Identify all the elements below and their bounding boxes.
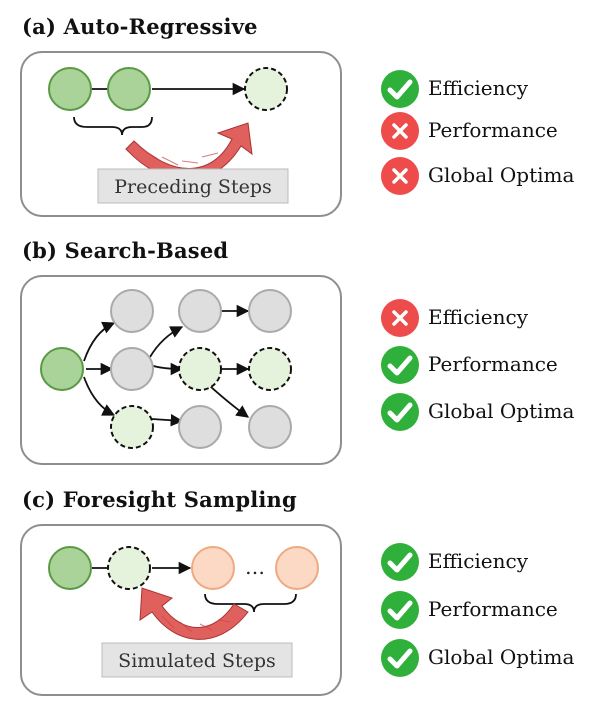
property-performance: Performance — [380, 111, 600, 151]
check-icon — [381, 70, 419, 108]
check-icon — [381, 591, 419, 629]
node-unexplored — [110, 347, 154, 391]
property-label: Performance — [428, 597, 558, 621]
node-completed-2 — [107, 67, 151, 111]
foresight-sampling-diagram: … Simulated Steps — [48, 546, 319, 678]
node-unexplored — [178, 289, 222, 333]
preceding-steps-label: Preceding Steps — [114, 176, 271, 198]
node-candidate — [248, 347, 292, 391]
property-label: Efficiency — [428, 305, 529, 329]
simulated-brace — [204, 593, 297, 613]
node-completed-1 — [48, 67, 92, 111]
node-unexplored — [248, 289, 292, 333]
property-efficiency: Efficiency — [380, 298, 600, 338]
node-completed — [48, 546, 92, 590]
property-efficiency: Efficiency — [380, 542, 600, 582]
cross-icon — [381, 112, 419, 150]
property-label: Global Optima — [428, 645, 575, 669]
cross-icon — [381, 299, 419, 337]
property-label: Global Optima — [428, 163, 575, 187]
preceding-steps-box — [97, 168, 289, 204]
property-global-optima: Global Optima — [380, 392, 600, 432]
big-curved-arrow — [139, 587, 249, 640]
node-root — [40, 347, 84, 391]
check-icon — [381, 393, 419, 431]
auto-regressive-diagram: Preceding Steps — [48, 67, 289, 204]
auto-regressive-panel: Preceding Steps — [20, 51, 342, 217]
section-a-title: (a) Auto-Regressive — [22, 14, 258, 39]
property-performance: Performance — [380, 590, 600, 630]
simulated-steps-label: Simulated Steps — [118, 650, 276, 672]
property-performance: Performance — [380, 345, 600, 385]
property-global-optima: Global Optima — [380, 638, 600, 678]
cross-icon — [381, 157, 419, 195]
property-label: Performance — [428, 352, 558, 376]
check-icon — [381, 543, 419, 581]
node-candidate — [178, 347, 222, 391]
node-candidate — [110, 405, 154, 449]
node-simulated-1 — [191, 546, 235, 590]
section-c-title: (c) Foresight Sampling — [22, 487, 297, 512]
node-unexplored — [178, 405, 222, 449]
node-unexplored — [248, 405, 292, 449]
property-label: Performance — [428, 118, 558, 142]
foresight-sampling-panel: … Simulated Steps — [20, 524, 342, 696]
simulated-steps-box — [101, 642, 293, 678]
search-based-panel — [20, 275, 342, 465]
node-next-step — [244, 67, 288, 111]
property-global-optima: Global Optima — [380, 156, 600, 196]
node-simulated-2 — [275, 546, 319, 590]
property-efficiency: Efficiency — [380, 69, 600, 109]
search-based-diagram — [40, 289, 292, 449]
node-current-step — [107, 546, 151, 590]
property-label: Efficiency — [428, 76, 529, 100]
node-unexplored — [110, 289, 154, 333]
check-icon — [381, 346, 419, 384]
property-label: Global Optima — [428, 399, 575, 423]
preceding-brace — [73, 116, 153, 136]
ellipsis: … — [245, 555, 265, 579]
check-icon — [381, 639, 419, 677]
property-label: Efficiency — [428, 549, 529, 573]
section-b-title: (b) Search-Based — [22, 238, 229, 263]
